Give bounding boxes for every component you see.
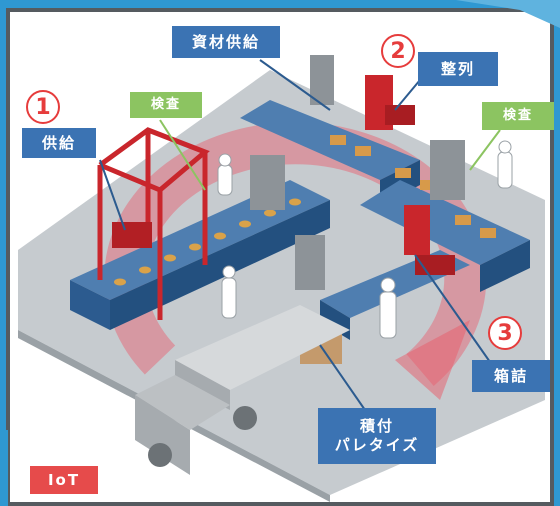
label-inspection-right: 検査 — [482, 102, 554, 130]
supply-machine — [310, 55, 334, 105]
cycle-arrow-head — [395, 320, 470, 400]
step-three-marker: 3 — [488, 316, 522, 350]
label-inspection-left: 検査 — [130, 92, 202, 118]
leader-lines — [99, 59, 491, 411]
supply-robot — [112, 222, 152, 248]
conveyor-main-front — [110, 200, 330, 330]
step-one-marker: 1 — [26, 90, 60, 124]
label-align: 整列 — [418, 52, 498, 86]
box-trays — [330, 135, 496, 238]
step-two-marker: 2 — [381, 34, 415, 68]
label-palletize: 積付 パレタイズ — [318, 408, 436, 464]
inspection-machine-right — [430, 140, 465, 200]
conveyor-main-side — [70, 280, 110, 330]
conveyor-right-front — [480, 240, 530, 292]
truck-bed — [175, 305, 350, 390]
workers — [217, 140, 513, 339]
conveyor-right — [360, 180, 530, 265]
label-supply: 供給 — [22, 128, 96, 158]
truck-wheel — [233, 406, 257, 430]
inspection-machine — [250, 155, 285, 210]
boxing-robot — [404, 205, 430, 255]
truck-cab — [135, 375, 230, 430]
product-items — [114, 198, 301, 286]
palletize-robot — [295, 235, 325, 290]
corner-accent-top — [456, 0, 560, 28]
truck-wheel — [148, 443, 172, 467]
label-materials-supply: 資材供給 — [172, 26, 280, 58]
supply-frame — [97, 127, 210, 320]
corner-accent-left — [0, 430, 8, 506]
iot-badge: IoT — [30, 466, 98, 494]
label-boxing: 箱詰 — [472, 360, 550, 392]
